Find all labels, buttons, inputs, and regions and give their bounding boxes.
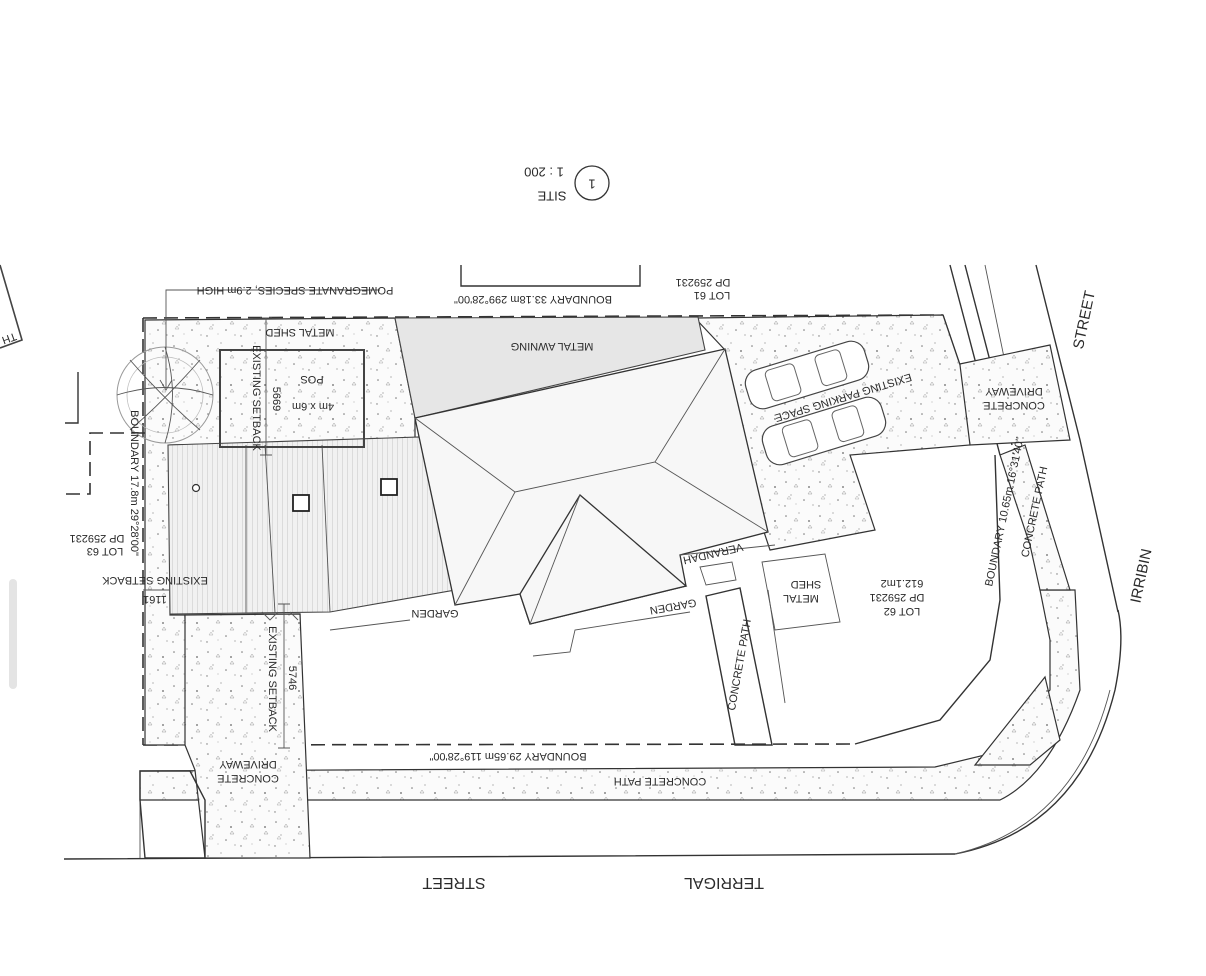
pos-size-label: 4m x 6m [292,400,334,412]
driveway-left-label-2: DRIVEWAY [219,758,277,770]
concrete-path-vertical-label: CONCRETE PATH [726,618,754,711]
metal-awning-roof [394,316,706,419]
street-irribin-name: IRRIBIN [1127,547,1155,604]
setback-dimensions [143,317,299,749]
rear-deck [167,436,456,615]
verandah-step [699,561,737,586]
driveway-left-label-1: CONCRETE [217,772,279,784]
dim-5746: 5746 [286,666,298,690]
street-terrigal-name: TERRIGAL [684,874,764,891]
metal-shed-label-1: METAL [783,592,819,604]
lot61-line2: DP 259231 [676,276,731,288]
metal-awning-label: METAL AWNING [511,340,594,352]
road-edges [63,264,1122,860]
neighbour-dashed-outline [66,432,160,495]
driveway-left-area [184,613,311,859]
garden-right-label: GARDEN [649,596,697,616]
view-name: SITE [537,189,566,204]
metal-shed-label-2: SHED [791,578,822,590]
lot63-line1: LOT 63 [87,545,124,557]
lot62-line1: LOT 62 [884,605,921,617]
deck-post-1 [292,494,310,512]
metal-shed-outline [761,553,841,631]
pos-label: POS [300,373,323,385]
driveway-right-label-1: CONCRETE [983,399,1045,411]
lot62-line2: DP 259231 [870,591,925,603]
boundary-west-label: BOUNDARY 17.8m 29°28'00" [128,410,140,556]
view-scale: 1 : 200 [524,165,564,180]
metal-shed-top-label: METAL SHED [265,326,334,338]
house-roof [414,348,769,625]
tree-note: POMEGRANATE SPECIES, 2.9m HIGH [197,284,394,296]
lot63-line2: DP 259231 [70,532,125,544]
deck-post-2 [380,478,398,496]
view-number-bubble [574,165,610,201]
driveway-right-label-2: DRIVEWAY [985,385,1043,397]
concrete-path-bottom-label: CONCRETE PATH [614,775,707,787]
view-number: 1 [588,177,595,192]
cropped-object [0,264,23,349]
concrete-triangle [973,675,1061,766]
parked-car-1 [744,340,870,410]
concrete-path-east-area [999,444,1071,591]
street-terrigal-suffix: STREET [422,874,485,891]
setback-top-label: EXISTING SETBACK [250,345,262,451]
tree-leader-line [165,289,380,387]
dim-5669: 5669 [270,387,282,411]
boundary-north-label: BOUNDARY 33.18m 299°28'00" [454,293,612,305]
lot61-line1: LOT 61 [694,289,731,301]
boundary-marker-bracket [460,265,641,287]
dim-1161: 1161 [143,593,167,605]
street-irribin-suffix: STREET [1070,289,1099,350]
vertical-scrollbar[interactable] [9,579,17,689]
garden-left-label: GARDEN [411,607,458,619]
setback-left-label: EXISTING SETBACK [101,574,207,586]
lot62-area: 612.1m2 [881,577,924,589]
boundary-south-label: BOUNDARY 29.65m 119°28'00" [429,750,586,762]
edge-fragment: TH [0,330,18,346]
concrete-path-vertical [705,587,773,746]
setback-bottom-label: EXISTING SETBACK [266,626,278,732]
view-title: 1 SITE 1 : 200 [524,165,610,204]
parked-car-2 [761,396,887,466]
metal-shed-top-box [219,349,365,448]
deck-point [191,483,201,493]
